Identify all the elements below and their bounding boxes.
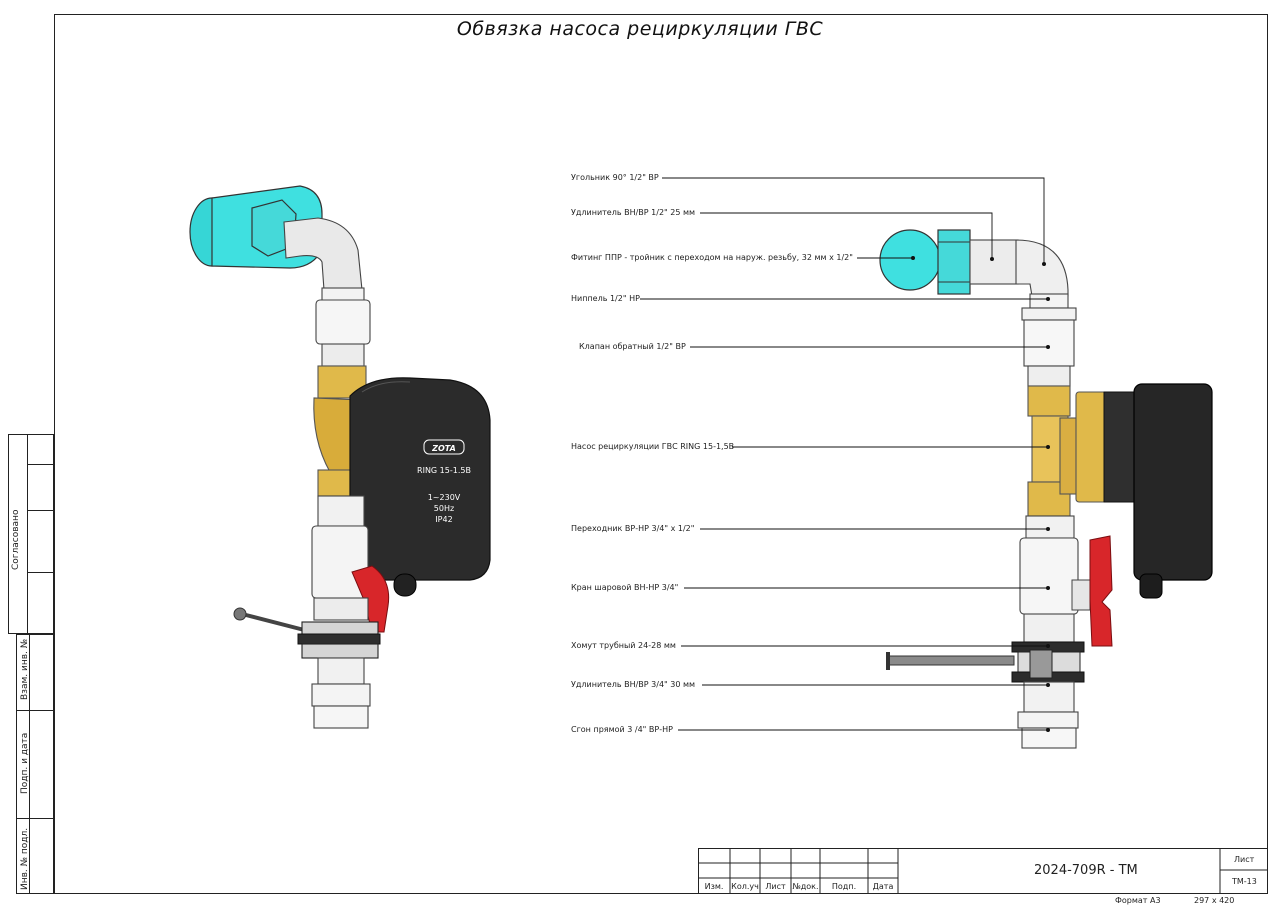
callout-nipple: Ниппель 1/2" НР (571, 294, 640, 303)
pump-brand: ZOTA (431, 444, 456, 453)
col-list: Лист (765, 882, 786, 891)
col-izm: Изм. (704, 882, 724, 891)
drawing-frame (54, 14, 1268, 894)
callout-ball-valve: Кран шаровой ВН-НР 3/4" (571, 583, 679, 592)
inv-replace-label: Взам. инв. № (20, 638, 30, 700)
callout-adapter: Переходник ВР-НР 3/4" х 1/2" (571, 524, 695, 533)
left-isometric-assembly: ZOTA RING 15-1.5B 1~230V 50Hz IP42 (189, 185, 491, 729)
col-doc-no: №док. (792, 882, 819, 891)
title-block-grid (698, 848, 1268, 894)
callout-check-valve: Клапан обратный 1/2" ВР (579, 342, 686, 351)
callout-pump: Насос рециркуляции ГВС RING 15-1,5В (571, 442, 735, 451)
pump-cable-gland (393, 573, 417, 597)
clamp-rod (241, 612, 313, 634)
inv-orig-label: Инв. № подл. (20, 827, 30, 890)
pump-head-side (1133, 383, 1213, 581)
straight-union-side (1021, 727, 1077, 749)
adapter-3-4 (317, 495, 365, 527)
sign-date-label: Подп. и дата (20, 732, 30, 794)
ball-valve-side (1019, 537, 1079, 615)
leader-dots (911, 256, 1050, 732)
sheet-value: ТМ-13 (1232, 877, 1257, 886)
col-kol-uch: Кол.уч (731, 882, 759, 891)
pump-head (349, 377, 491, 581)
right-side-assembly (879, 229, 1213, 749)
check-valve-side (1023, 319, 1075, 367)
extension-1-2 (969, 239, 1019, 285)
pump-ip: IP42 (435, 515, 452, 524)
leader-lines (640, 177, 1048, 731)
ppr-tee-side (879, 229, 941, 291)
format-label: Формат А3 (1115, 896, 1161, 905)
callout-clamp: Хомут трубный 24-28 мм (571, 641, 676, 650)
check-valve (315, 299, 371, 345)
callout-extension-3-4: Удлинитель ВН/ВР 3/4" 30 мм (571, 680, 696, 689)
agreed-label: Согласовано (11, 509, 21, 570)
callout-ppr-tee: Фитинг ППР - тройник с переходом на нару… (571, 253, 853, 262)
extension-3-4 (317, 657, 365, 685)
sheet-label: Лист (1234, 855, 1255, 864)
title-block (698, 848, 1268, 894)
elbow-side (1015, 239, 1069, 297)
check-valve-nut (321, 343, 365, 367)
pump-freq: 50Hz (434, 504, 454, 513)
ball-valve-handle-side (1089, 535, 1113, 647)
union-nut (311, 683, 371, 707)
callout-extension-1-2: Удлинитель ВН/ВР 1/2" 25 мм (571, 208, 696, 217)
col-date: Дата (872, 882, 894, 891)
document-code: 2024-709R - ТМ (1034, 863, 1138, 878)
callout-union: Сгон прямой 3 /4" ВР-НР (571, 725, 673, 734)
format-size: 297 х 420 (1194, 896, 1235, 905)
pump-voltage: 1~230V (428, 493, 461, 502)
drawing-title: Обвязка насоса рециркуляции ГВС (456, 18, 824, 40)
elbow-90 (283, 217, 363, 291)
col-sign: Подп. (831, 882, 857, 891)
pump-union-top (317, 365, 367, 399)
callout-elbow: Угольник 90° 1/2" ВР (571, 173, 659, 182)
straight-union (313, 705, 369, 729)
pump-model: RING 15-1.5B (417, 466, 471, 475)
